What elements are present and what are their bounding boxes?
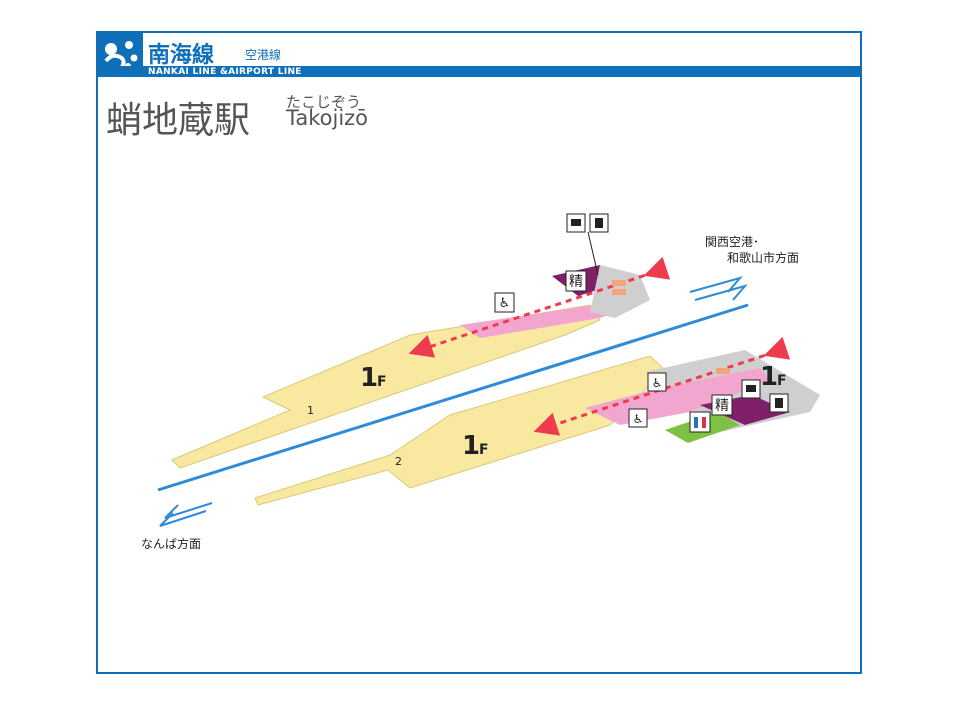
station-name-romaji: Takojizō: [286, 106, 369, 130]
elevator-icon: [612, 280, 730, 374]
sub-line-name: 空港線: [245, 48, 282, 62]
svg-text:精: 精: [715, 398, 729, 414]
ticket-machine-icon: [769, 393, 789, 413]
direction-down-label: なんば方面: [141, 536, 201, 551]
fare-adjustment-icon: 精: [565, 270, 587, 292]
floor-suffix-upper: F: [377, 374, 387, 390]
wheelchair-icon: ♿: [494, 292, 515, 313]
header: 南海線 空港線 NANKAI LINE &AIRPORT LINE: [98, 33, 860, 77]
direction-up-label-2: 和歌山市方面: [727, 250, 799, 265]
floor-label-lower: 1: [462, 431, 480, 461]
station-name-kanji: 蛸地蔵駅: [106, 100, 251, 141]
ticket-office-icon: [741, 379, 761, 399]
direction-up-label-1: 関西空港･: [705, 235, 759, 249]
direction-arrow-down: [159, 502, 213, 527]
svg-text:♿: ♿: [652, 376, 663, 390]
floor-label-upper: 1: [360, 363, 378, 393]
station-name-kana: たこじぞう: [286, 93, 362, 111]
platform-number-1: 1: [307, 404, 314, 417]
route-arrow-upper: [408, 256, 671, 358]
ticket-machine-icon: [589, 213, 609, 233]
toilet-icon: [689, 411, 711, 433]
floor-suffix-lower: F: [479, 442, 489, 458]
direction-arrow-up: [689, 276, 748, 301]
floor-label-gate: 1: [760, 362, 778, 392]
svg-text:♿: ♿: [633, 412, 644, 426]
fare-adjustment-icon: 精: [711, 394, 733, 416]
svg-text:♿: ♿: [499, 296, 511, 311]
floor-suffix-gate: F: [777, 373, 787, 389]
line-name: 南海線: [148, 43, 215, 68]
platform-number-2: 2: [395, 455, 402, 468]
ticket-office-icon: [566, 213, 586, 233]
svg-text:精: 精: [569, 274, 583, 290]
wheelchair-icon: ♿: [647, 372, 667, 392]
icon-leader-line: [587, 231, 599, 276]
header-bar: [98, 66, 860, 77]
wheelchair-icon: ♿: [628, 408, 648, 428]
line-name-english: NANKAI LINE &AIRPORT LINE: [148, 67, 302, 77]
